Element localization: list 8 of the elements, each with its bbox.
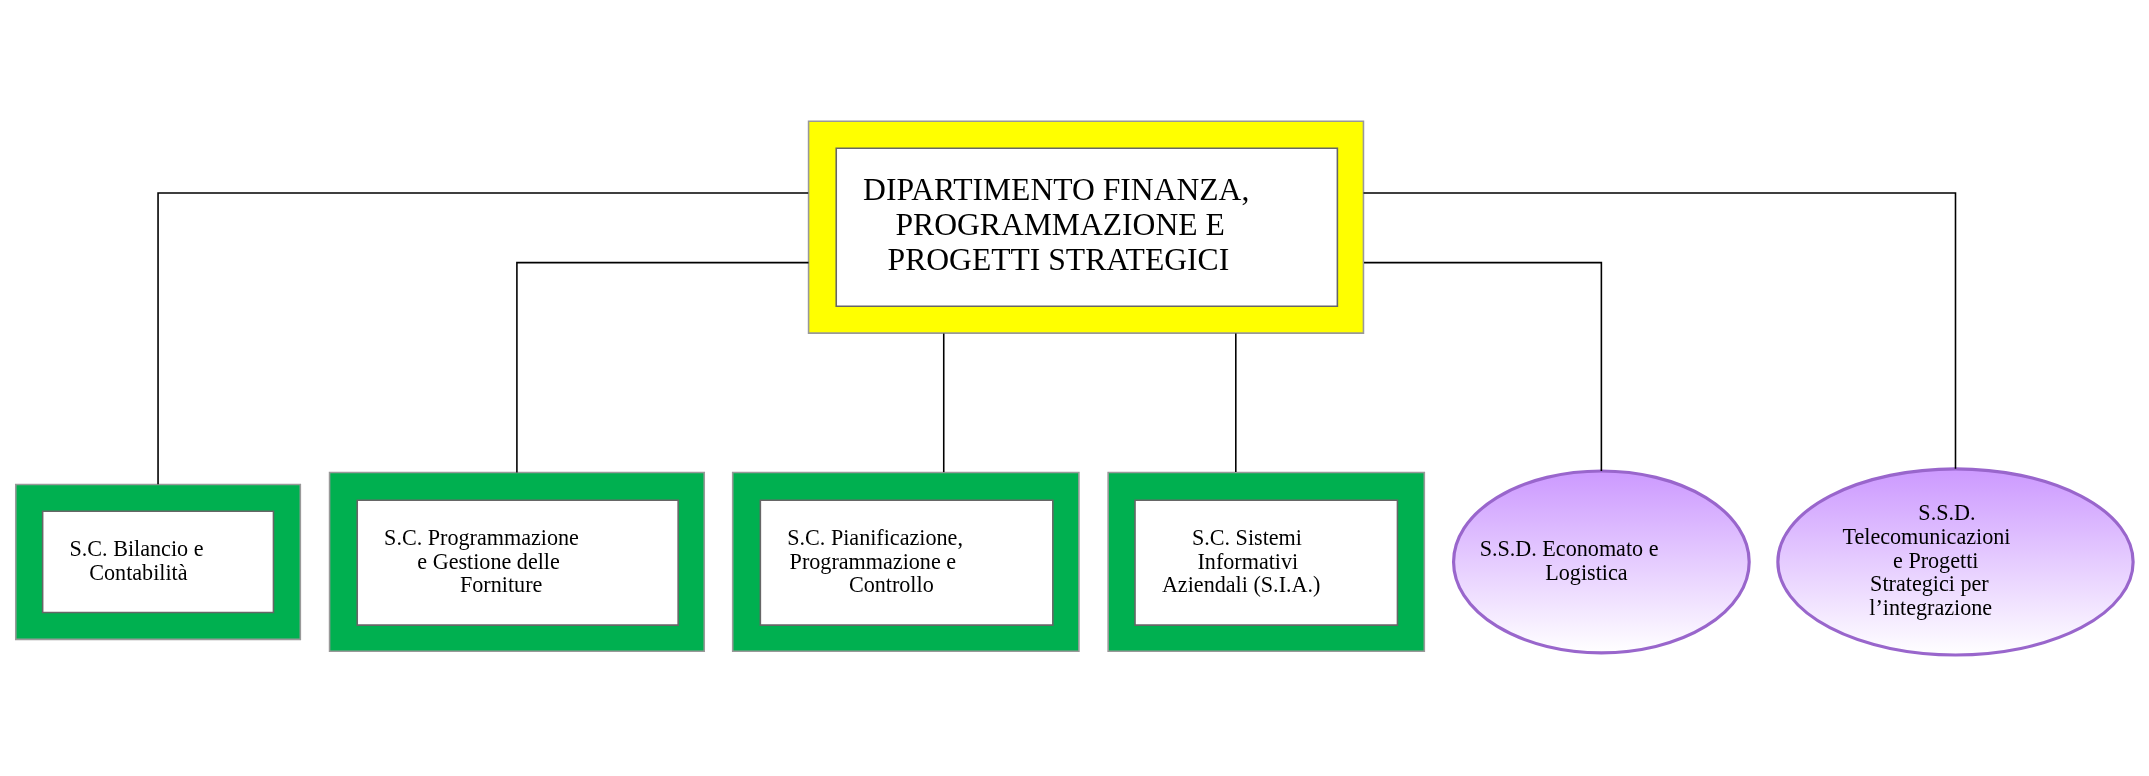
connector xyxy=(1363,261,1603,472)
connector xyxy=(942,332,945,473)
node-ellipse: S.S.D. Telecomunicazioni e Progetti Strategici per l’integrazione xyxy=(1776,467,2135,657)
connector xyxy=(157,192,809,485)
connector xyxy=(1362,192,1957,470)
connector xyxy=(1235,332,1237,473)
connector xyxy=(516,261,810,474)
node-ellipse: S.S.D. Economato e Logistica xyxy=(1452,469,1751,655)
